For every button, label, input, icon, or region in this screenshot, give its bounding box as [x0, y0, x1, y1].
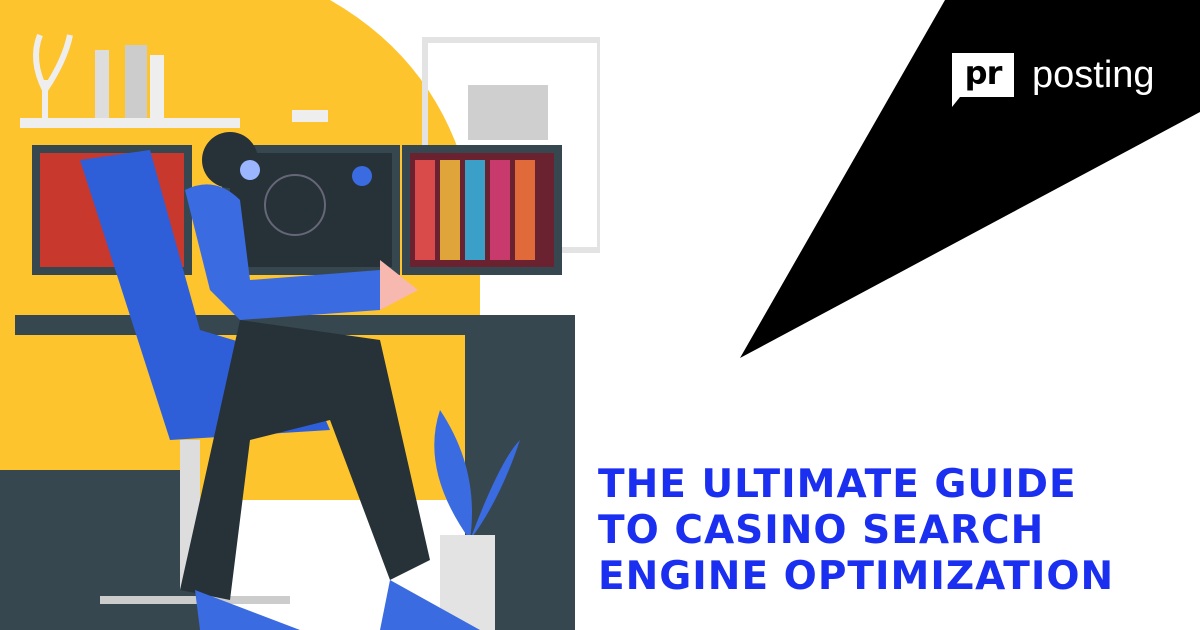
headline-line-3: ENGINE OPTIMIZATION: [598, 554, 1115, 599]
prposting-logo[interactable]: pr posting: [952, 53, 1155, 107]
logo-text: posting: [1032, 54, 1155, 96]
headline-line-1: THE ULTIMATE GUIDE: [598, 462, 1077, 507]
headline: THE ULTIMATE GUIDE TO CASINO SEARCH ENGI…: [598, 462, 1114, 600]
logo-mark: pr: [952, 53, 1014, 107]
plant-icon: [33, 33, 73, 118]
gamer-illustration: [0, 0, 600, 630]
shelf: [20, 118, 240, 128]
headline-line-2: TO CASINO SEARCH: [598, 508, 1045, 553]
person: [185, 184, 415, 320]
potted-plant: [434, 410, 520, 540]
